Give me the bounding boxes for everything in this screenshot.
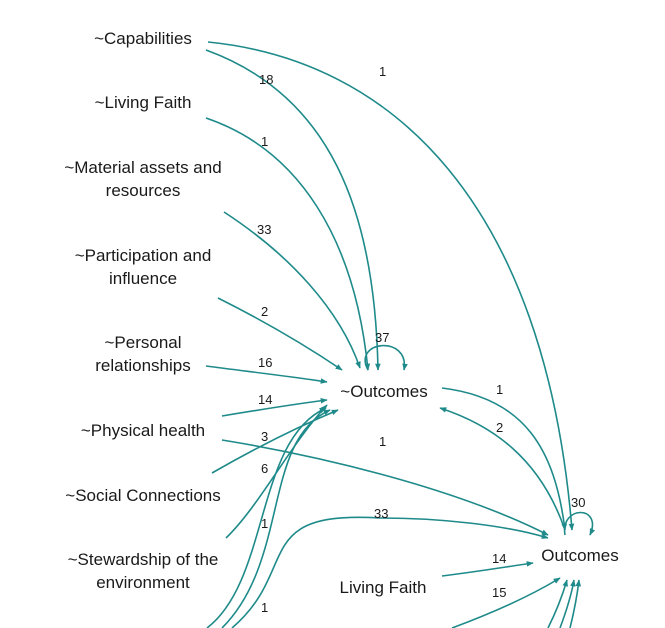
edge-label: 2: [496, 420, 503, 435]
edge-outcomes-to-outcomes-tilde: [439, 407, 566, 531]
edge-outcomes-tilde-self-loop: [364, 344, 408, 371]
node-social-connections: ~Social Connections: [65, 486, 220, 505]
edge-capabilities-to-outcomes-tilde: [205, 49, 381, 371]
edge-label: 1: [261, 600, 268, 615]
edge-below-to-outcomes-e: [569, 579, 582, 628]
node-capabilities: ~Capabilities: [94, 29, 192, 48]
edge-label: 14: [492, 551, 506, 566]
edge-outcomes-tilde-to-outcomes: [441, 387, 567, 531]
edge-label: 1: [261, 516, 268, 531]
edge-label: 18: [259, 72, 273, 87]
edge-label: 37: [375, 330, 389, 345]
node-outcomes-tilde: ~Outcomes: [340, 382, 427, 401]
edge-capabilities-to-outcomes: [207, 41, 575, 531]
edge-lower-to-outcomes-tilde-a: [206, 407, 327, 628]
edge-social-connections-to-outcomes-tilde: [211, 409, 339, 474]
edge-label: 15: [492, 585, 506, 600]
edge-lower-to-outcomes-tilde-b: [221, 409, 331, 628]
node-physical-health: ~Physical health: [81, 421, 205, 440]
edge-label: 3: [261, 429, 268, 444]
node-outcomes: Outcomes: [541, 546, 618, 565]
edge-living-faith-to-outcomes: [441, 561, 534, 577]
edge-lower-to-outcomes: [231, 516, 549, 628]
edge-below-to-outcomes: [451, 577, 561, 628]
edge-label: 30: [571, 495, 585, 510]
edge-personal-relationships-to-outcomes-tilde: [205, 365, 328, 384]
edge-label: 1: [379, 64, 386, 79]
edge-living-faith-tilde-to-outcomes-tilde: [205, 117, 371, 371]
edge-labels: 18 1 1 33 2 37 16 14 1 3 6 1 1 1 2 30 33…: [257, 64, 585, 615]
edge-outcomes-self-loop: [563, 511, 596, 536]
edge-label: 1: [379, 434, 386, 449]
node-living-faith-tilde: ~Living Faith: [95, 93, 192, 112]
edge-label: 33: [257, 222, 271, 237]
edge-physical-health-to-outcomes-tilde: [221, 398, 328, 417]
edge-participation-to-outcomes-tilde: [217, 297, 343, 371]
edge-physical-health-to-outcomes: [221, 439, 549, 536]
node-living-faith: Living Faith: [340, 578, 427, 597]
edge-label: 16: [258, 355, 272, 370]
edge-below-to-outcomes-c: [547, 579, 568, 628]
edge-label: 14: [258, 392, 272, 407]
edge-material-assets-to-outcomes-tilde: [223, 211, 361, 369]
edge-label: 1: [496, 382, 503, 397]
edge-label: 2: [261, 304, 268, 319]
edge-below-to-outcomes-d: [559, 579, 576, 628]
edges: [205, 41, 596, 628]
edge-label: 1: [261, 134, 268, 149]
nodes: ~Capabilities ~Living Faith ~Material as…: [64, 29, 618, 597]
edge-label: 6: [261, 461, 268, 476]
edge-label: 33: [374, 506, 388, 521]
